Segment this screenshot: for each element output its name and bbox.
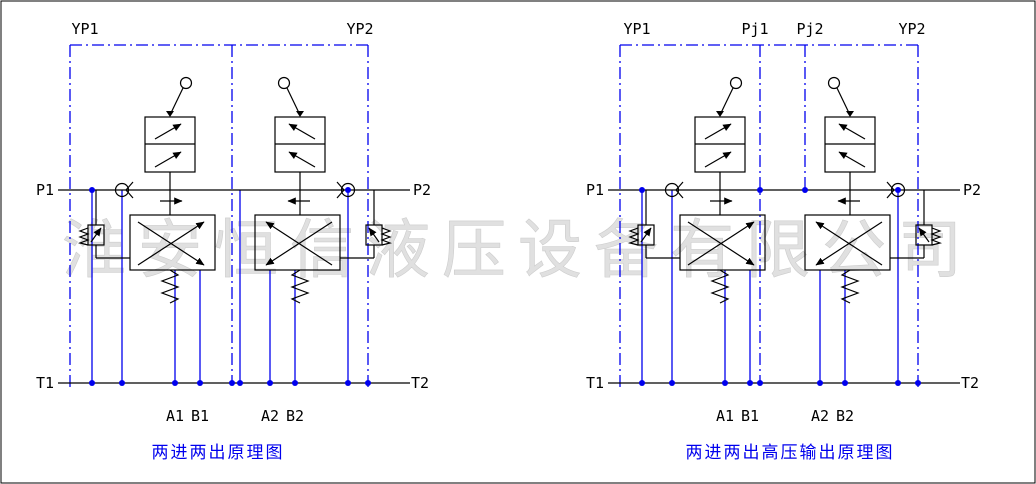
right-diagram: YP1 Pj1 Pj2 YP2 P1 P2 T1 T2 A1 B1 A2 B2 … — [586, 20, 981, 463]
left-caption: 两进两出原理图 — [152, 443, 285, 463]
right-port-pj2: Pj2 — [796, 20, 823, 38]
right-port-t2: T2 — [961, 374, 979, 392]
left-pilot-solid-lines — [91, 190, 349, 383]
company-watermark: 淮安恒信液压设备有限公司 — [62, 214, 974, 288]
left-port-b1: B1 — [191, 407, 209, 425]
left-port-t2: T2 — [411, 374, 429, 392]
left-port-yp2: YP2 — [346, 20, 373, 38]
left-port-b2: B2 — [286, 407, 304, 425]
right-port-yp2: YP2 — [898, 20, 925, 38]
left-port-yp1: YP1 — [71, 20, 98, 38]
left-junction-dots — [89, 187, 371, 386]
right-pilot-solid-lines — [641, 190, 899, 383]
right-port-a1: A1 — [716, 407, 734, 425]
right-port-pj1: Pj1 — [741, 20, 768, 38]
right-port-p2: P2 — [963, 181, 981, 199]
left-diagram: YP1 YP2 P1 P2 T1 T2 A1 B1 A2 B2 两进两出原理图 — [36, 20, 431, 463]
left-port-a2: A2 — [261, 407, 279, 425]
right-pilot-boundary-lines — [619, 44, 919, 390]
right-port-t1: T1 — [586, 374, 604, 392]
right-port-b1: B1 — [741, 407, 759, 425]
left-port-a1: A1 — [166, 407, 184, 425]
right-junction-dots — [639, 187, 921, 386]
right-port-b2: B2 — [836, 407, 854, 425]
left-port-t1: T1 — [36, 374, 54, 392]
right-port-a2: A2 — [811, 407, 829, 425]
left-pilot-boundary-lines — [69, 44, 369, 390]
left-port-p1: P1 — [36, 181, 54, 199]
right-caption: 两进两出高压输出原理图 — [686, 443, 895, 463]
right-port-p1: P1 — [586, 181, 604, 199]
right-port-yp1: YP1 — [623, 20, 650, 38]
left-port-p2: P2 — [413, 181, 431, 199]
